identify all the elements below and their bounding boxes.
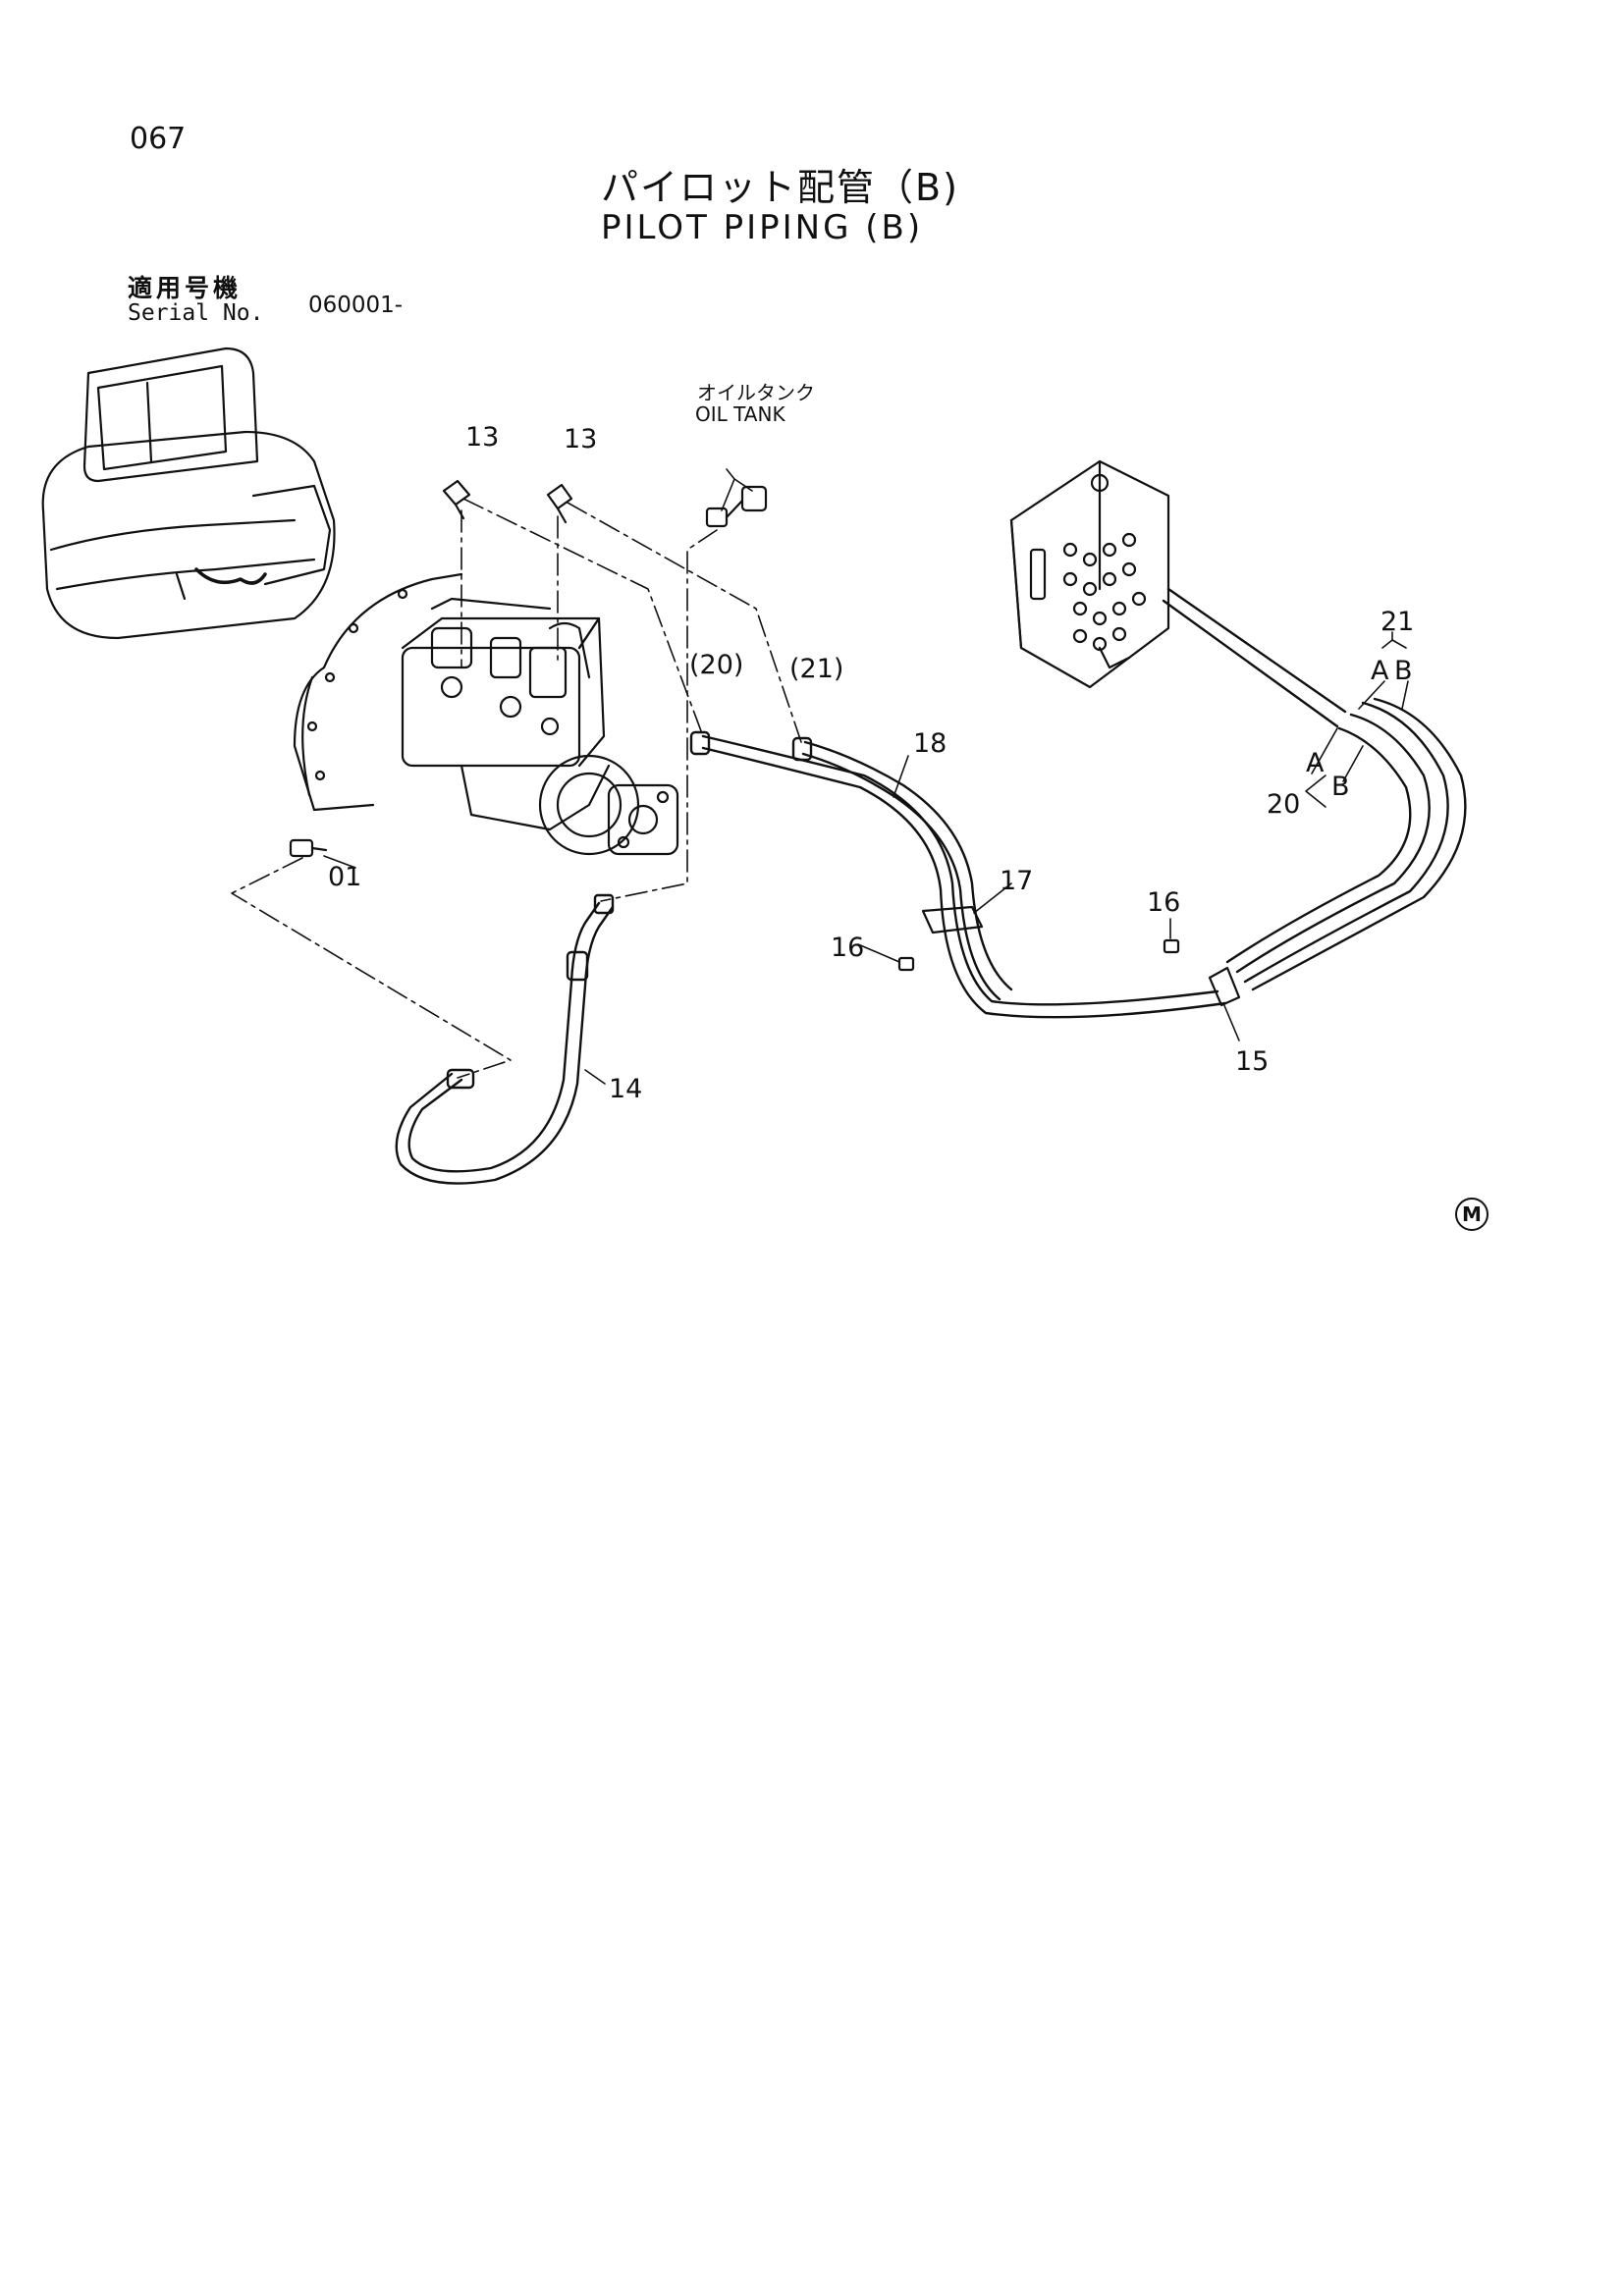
hose-pair-right xyxy=(1162,587,1467,991)
leader-lines xyxy=(231,468,1409,1085)
callout-13-right: 13 xyxy=(564,424,598,454)
oil-tank-label-japanese: オイルタンク xyxy=(697,381,815,404)
excavator-thumbnail xyxy=(41,347,336,640)
callout-01: 01 xyxy=(328,862,362,892)
callout-20: 20 xyxy=(1267,789,1301,820)
serial-label-english: Serial No. xyxy=(128,300,264,326)
elbow-fitting-13 xyxy=(442,479,573,524)
callout-15: 15 xyxy=(1235,1046,1270,1077)
callout-20-parenthesized: (20) xyxy=(689,650,744,680)
callout-16-right: 16 xyxy=(1147,887,1181,918)
callout-13-left: 13 xyxy=(465,422,500,453)
page-number: 067 xyxy=(130,122,187,156)
corner-mark: M xyxy=(1455,1198,1489,1231)
clamp-17 xyxy=(921,905,984,934)
port-label-a-lower: A xyxy=(1306,748,1325,778)
clamp-15 xyxy=(1208,966,1241,1007)
hydraulic-pump xyxy=(401,597,679,856)
serial-number-value: 060001- xyxy=(308,293,404,318)
port-label-a-upper: A xyxy=(1371,656,1389,686)
title-japanese: パイロット配管（B) xyxy=(601,166,959,209)
callout-21-parenthesized: (21) xyxy=(789,654,844,684)
port-label-b-upper: B xyxy=(1394,656,1413,686)
callout-16-left: 16 xyxy=(831,933,865,963)
title-english: PILOT PIPING (B) xyxy=(601,208,924,247)
flywheel-housing xyxy=(293,572,463,812)
callout-18: 18 xyxy=(913,728,947,759)
bolt-16 xyxy=(897,938,1180,972)
callout-21: 21 xyxy=(1380,607,1415,637)
control-valve xyxy=(1009,459,1170,689)
oil-tank-label-english: OIL TANK xyxy=(695,402,785,426)
callout-14: 14 xyxy=(609,1074,643,1104)
callout-17: 17 xyxy=(1000,866,1034,896)
fitting-01 xyxy=(289,838,328,858)
pipe-14 xyxy=(395,893,615,1185)
oil-tank-fittings xyxy=(705,485,768,528)
serial-label-japanese: 適用号機 xyxy=(128,274,243,302)
hose-pair-left xyxy=(689,730,1227,1019)
